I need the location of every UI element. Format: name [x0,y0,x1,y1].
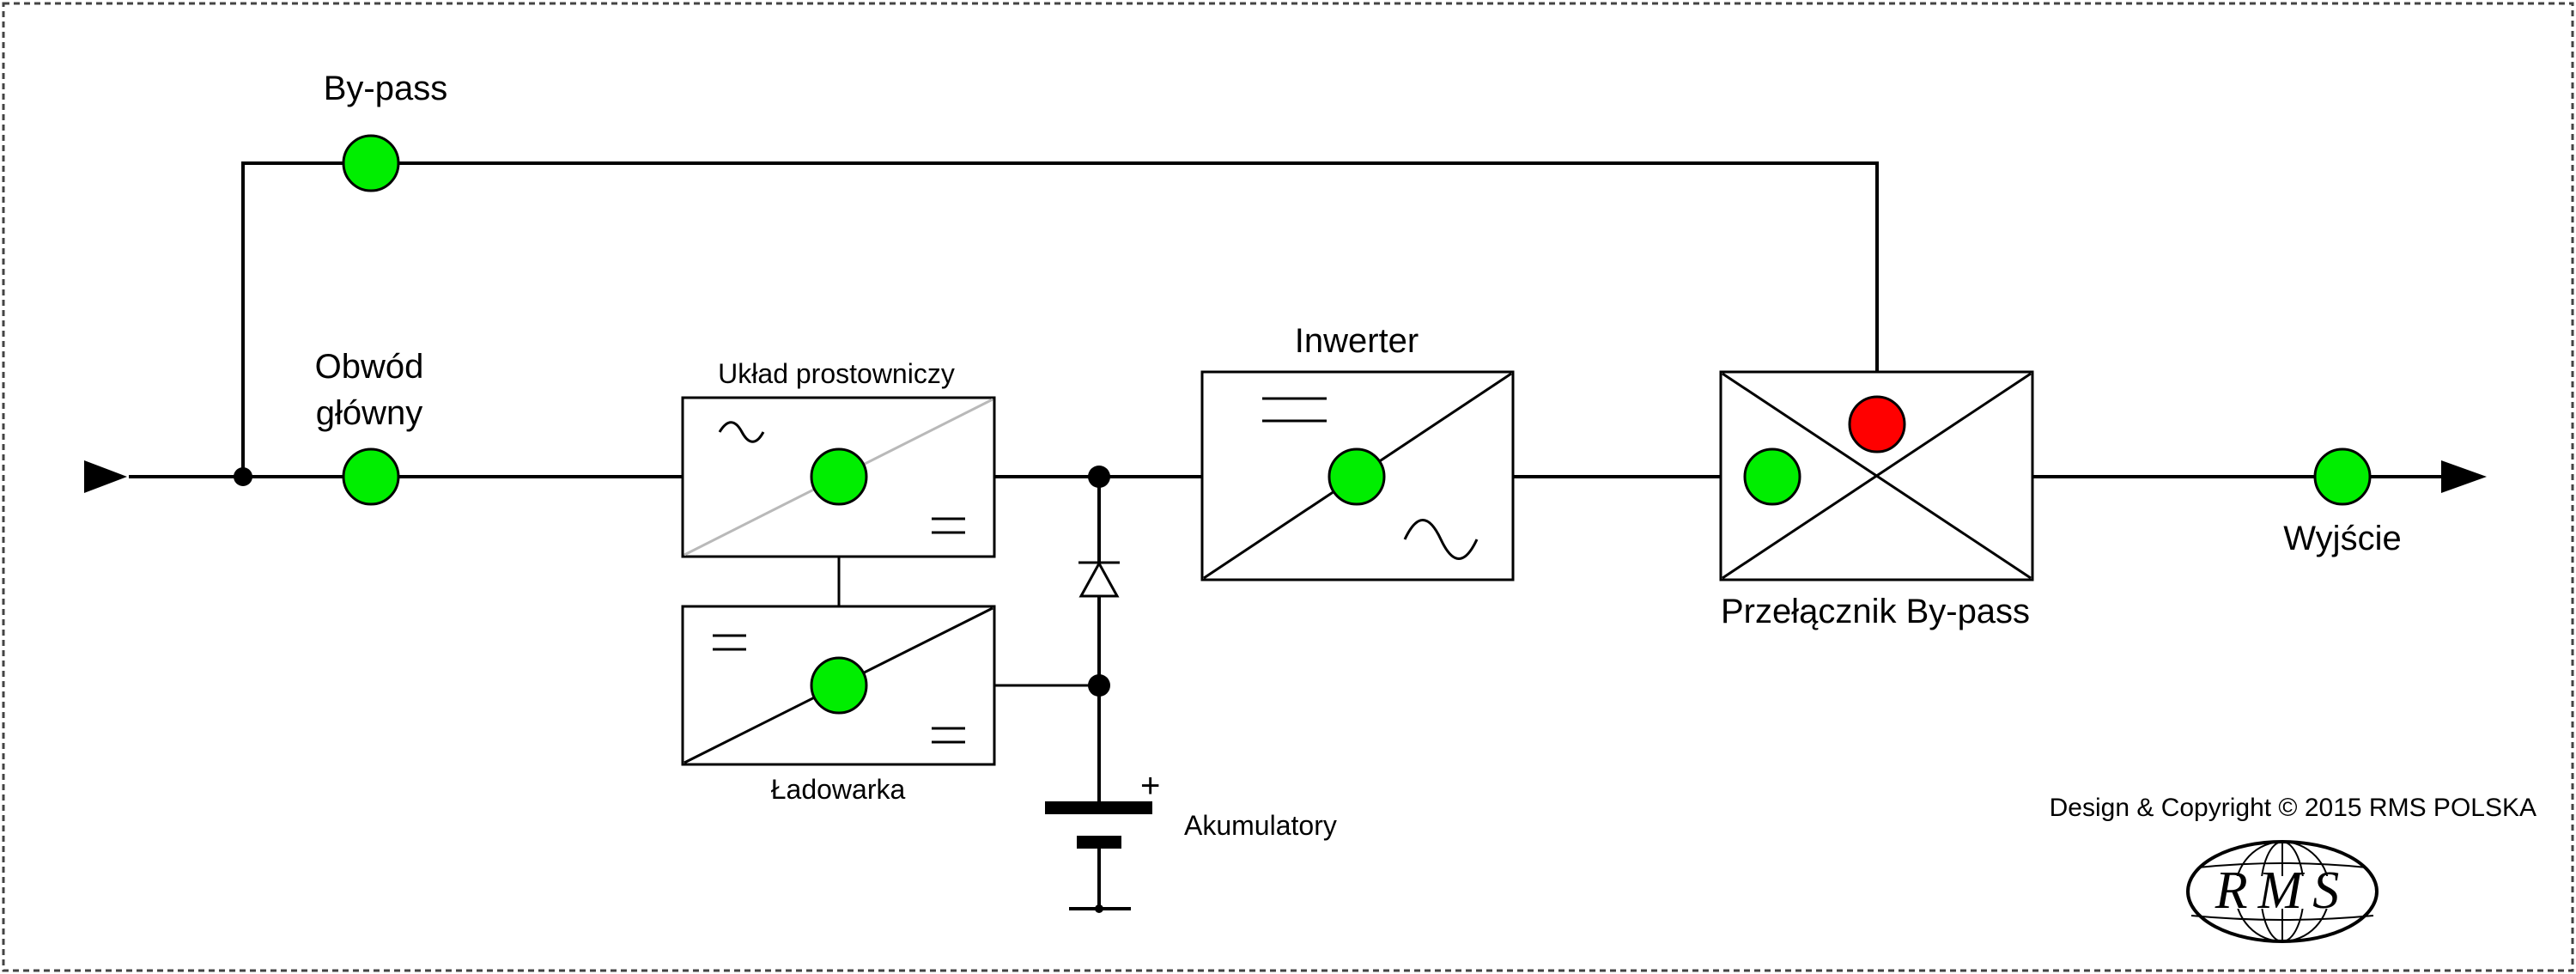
ground-node [1095,904,1103,913]
logo-text: RMS [2215,861,2350,920]
junction-node-battery [1088,674,1110,697]
battery-icon [1045,801,1152,849]
inverter-indicator [1327,447,1386,506]
input-arrow-icon [84,460,127,493]
junction-node-input [234,467,252,486]
dc-symbol-icon [1262,397,1327,423]
main-circuit-label-line2: główny [316,394,423,432]
rectifier-label: Układ prostowniczy [718,358,955,389]
dc-symbol-icon [713,634,746,651]
batteries-label: Akumulatory [1184,810,1337,841]
output-label: Wyjście [2283,520,2401,557]
bypass-label: By-pass [324,70,448,107]
main-circuit-indicator [342,447,400,506]
inverter-label: Inwerter [1295,322,1419,360]
rms-logo: RMS [2186,840,2379,943]
bypass-switch-bypass-indicator [1848,395,1906,454]
dc-symbol-icon [932,517,965,534]
wire-bypass [241,161,1879,477]
battery-polarity-label: + [1140,767,1160,805]
bypass-switch-inverter-indicator [1743,447,1801,506]
copyright-text: Design & Copyright © 2015 RMS POLSKA [2050,794,2537,822]
bypass-switch-label: Przełącznik By-pass [1721,593,2030,630]
output-arrow-icon [2441,460,2487,493]
diode-icon [1078,560,1120,598]
bypass-indicator [342,134,400,192]
sine-wave-icon [718,421,765,443]
junction-node-dc-bus [1088,466,1110,488]
main-circuit-label-line1: Obwód [315,348,424,386]
dc-symbol-icon [932,727,965,744]
sine-wave-icon [1403,519,1479,560]
output-indicator [2313,447,2372,506]
charger-indicator [810,656,868,715]
charger-label: Ładowarka [771,774,906,805]
rectifier-indicator [810,447,868,506]
